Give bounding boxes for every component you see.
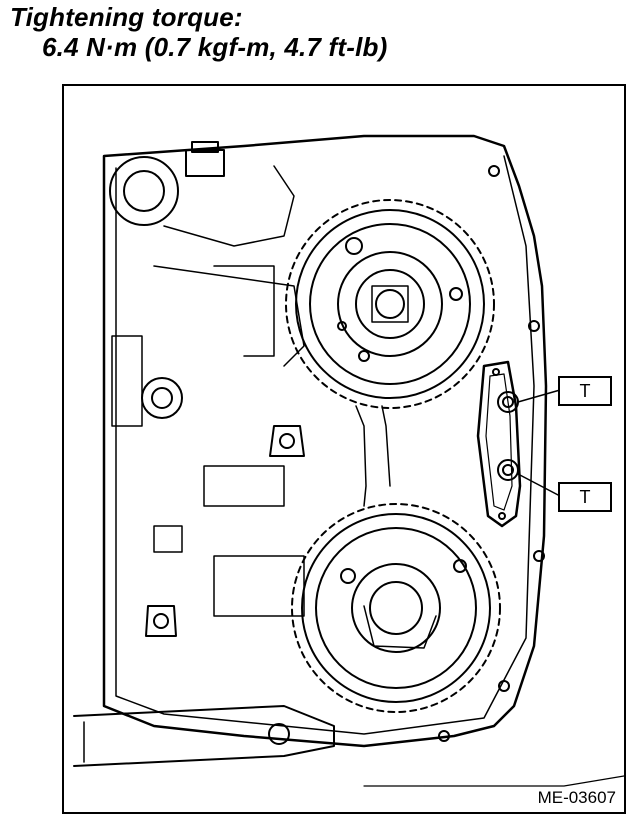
leader-line-upper [517,389,561,403]
leader-line-lower [517,473,561,497]
top-bolt [185,149,225,177]
chain-guide [355,405,367,507]
engine-diagram [73,134,624,787]
tensioner-bolt-lower [497,459,519,481]
tensioner-lever [476,360,522,528]
cover-outline [102,134,548,748]
torque-callout-lower: T [558,482,612,512]
lower-left-bolt [145,605,177,637]
heading-title: Tightening torque: [10,2,243,32]
torque-callout-upper: T [558,376,612,406]
top-left-boss [109,156,179,226]
bottom-arm [73,705,335,767]
left-bolt [141,377,183,419]
engine-diagram-frame: T T ME-03607 [62,84,626,814]
torque-heading: Tightening torque: 6.4 N·m (0.7 kgf-m, 4… [10,2,388,62]
figure-code: ME-03607 [537,788,616,807]
upper-cam-sprocket [285,199,495,409]
center-bolt [269,425,305,457]
torque-spec: 6.4 N·m (0.7 kgf-m, 4.7 ft-lb) [42,32,388,62]
lower-cam-sprocket [291,503,501,713]
